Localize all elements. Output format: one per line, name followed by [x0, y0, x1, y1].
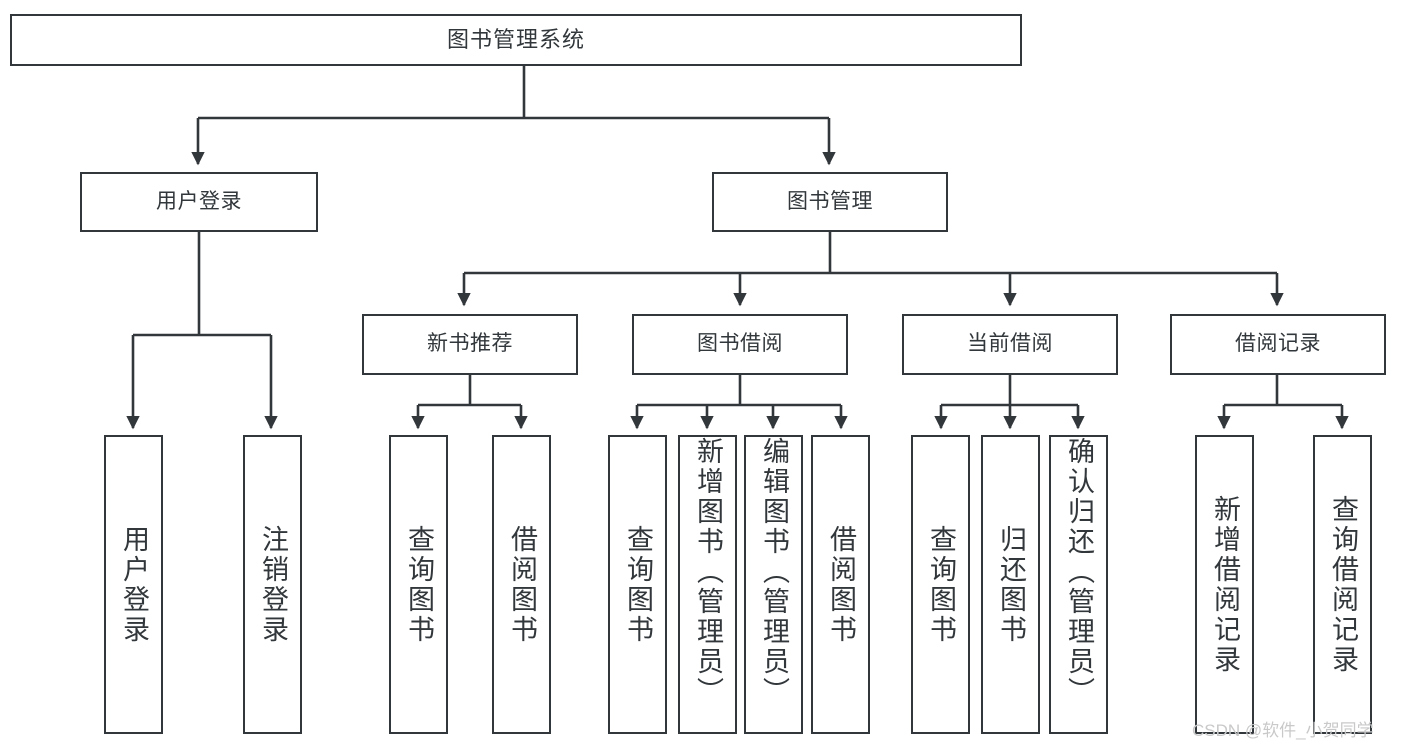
- node-leaf-query-book-1[interactable]: 查询图书: [389, 435, 448, 734]
- node-leaf-return-book[interactable]: 归还图书: [981, 435, 1040, 734]
- node-leaf-query-book-2[interactable]: 查询图书: [608, 435, 667, 734]
- node-label: 确认归还（管理员）: [1064, 437, 1094, 707]
- node-label: 当前借阅: [967, 332, 1053, 356]
- node-leaf-query-book-3[interactable]: 查询图书: [911, 435, 970, 734]
- node-leaf-logout-login[interactable]: 注销登录: [243, 435, 302, 734]
- node-label: 新增借阅记录: [1210, 494, 1240, 675]
- node-label: 新增图书（管理员）: [693, 437, 723, 707]
- node-label: 用户登录: [156, 189, 242, 213]
- node-leaf-edit-book[interactable]: 编辑图书（管理员）: [744, 435, 803, 734]
- node-label: 归还图书: [996, 524, 1026, 645]
- node-label: 查询借阅记录: [1328, 494, 1358, 675]
- node-label: 新书推荐: [427, 332, 513, 356]
- node-leaf-query-record[interactable]: 查询借阅记录: [1313, 435, 1372, 734]
- node-leaf-user-login[interactable]: 用户登录: [104, 435, 163, 734]
- node-label: 查询图书: [404, 524, 434, 645]
- node-label: 注销登录: [258, 524, 288, 645]
- node-user-login[interactable]: 用户登录: [80, 172, 318, 232]
- node-leaf-borrow-book-1[interactable]: 借阅图书: [492, 435, 551, 734]
- node-label: 借阅记录: [1235, 332, 1321, 356]
- node-label: 用户登录: [119, 524, 149, 645]
- node-current-borrow[interactable]: 当前借阅: [902, 314, 1118, 375]
- node-label: 图书管理: [787, 189, 873, 213]
- node-label: 借阅图书: [507, 524, 537, 645]
- node-label: 图书借阅: [697, 332, 783, 356]
- node-book-management[interactable]: 图书管理: [712, 172, 948, 232]
- node-label: 图书管理系统: [446, 27, 585, 53]
- node-label: 查询图书: [623, 524, 653, 645]
- node-book-management-system[interactable]: 图书管理系统: [10, 14, 1022, 66]
- node-leaf-add-book[interactable]: 新增图书（管理员）: [678, 435, 737, 734]
- node-label: 借阅图书: [826, 524, 856, 645]
- node-label: 查询图书: [926, 524, 956, 645]
- node-borrow-record[interactable]: 借阅记录: [1170, 314, 1386, 375]
- node-label: 编辑图书（管理员）: [759, 437, 789, 707]
- node-new-book-recommend[interactable]: 新书推荐: [362, 314, 578, 375]
- node-leaf-borrow-book-2[interactable]: 借阅图书: [811, 435, 870, 734]
- node-leaf-add-record[interactable]: 新增借阅记录: [1195, 435, 1254, 734]
- node-leaf-confirm-return[interactable]: 确认归还（管理员）: [1049, 435, 1108, 734]
- node-book-borrow[interactable]: 图书借阅: [632, 314, 848, 375]
